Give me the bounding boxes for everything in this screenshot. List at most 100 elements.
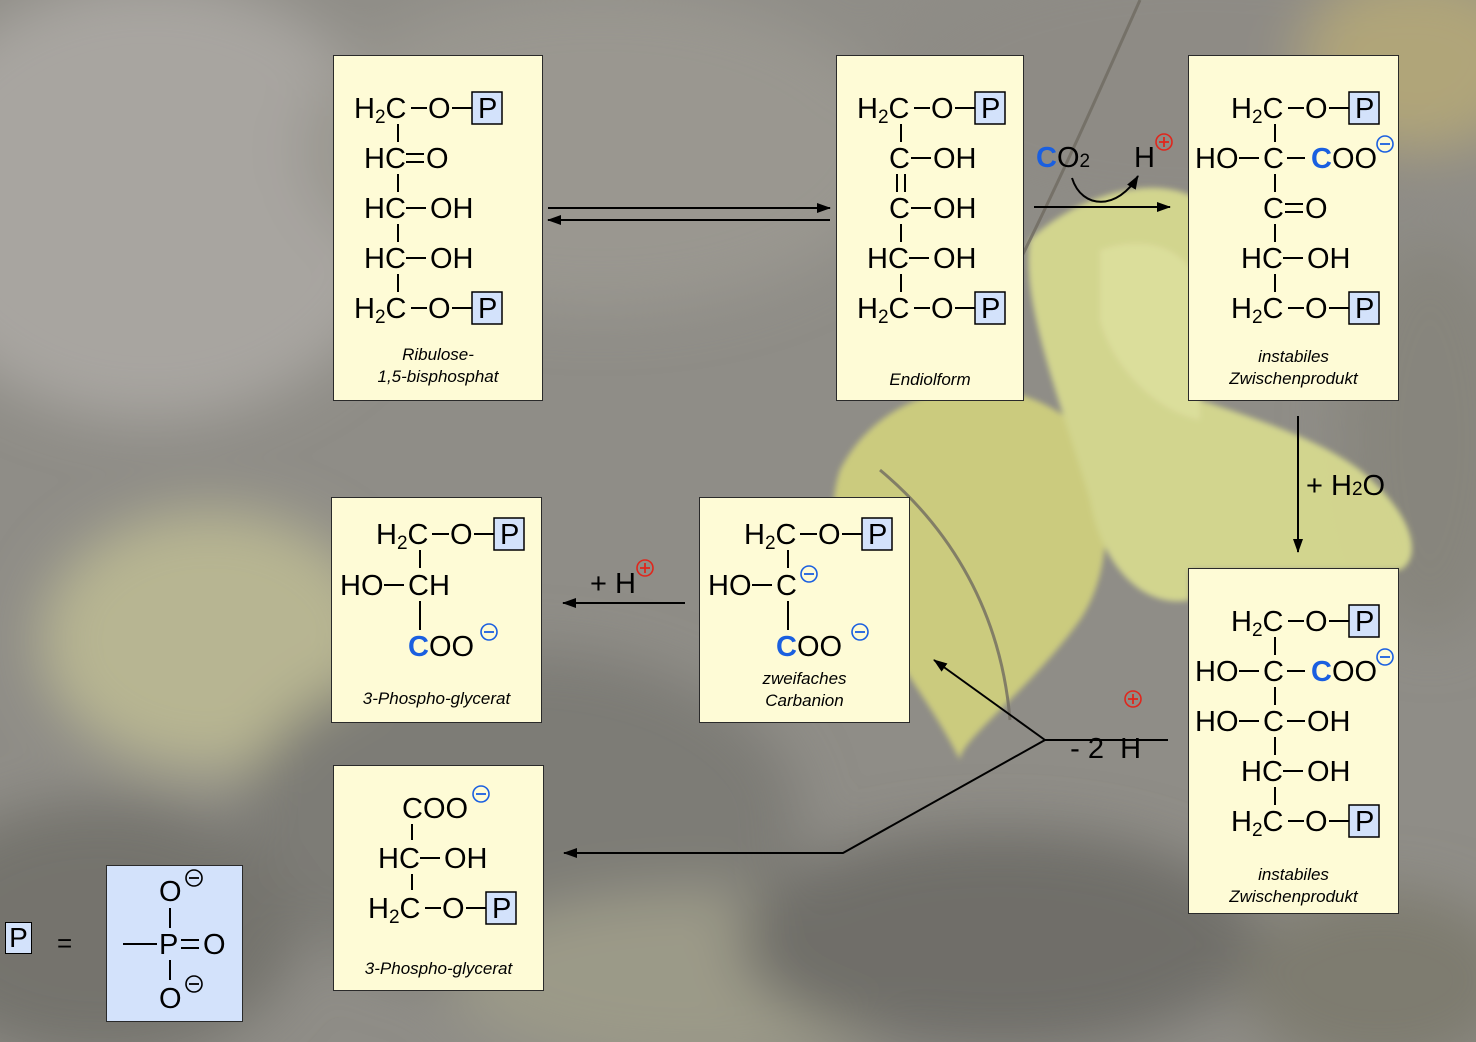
svg-text:O: O bbox=[450, 519, 473, 551]
svg-text:P: P bbox=[478, 293, 497, 325]
svg-text:H2C: H2C bbox=[1231, 93, 1283, 128]
svg-text:O: O bbox=[1305, 193, 1328, 225]
intermediate-2-caption: instabiles Zwischenprodukt bbox=[1229, 865, 1358, 906]
svg-text:P: P bbox=[1355, 606, 1374, 638]
svg-text:H2C: H2C bbox=[744, 519, 796, 554]
positive-charge-icon bbox=[1124, 690, 1142, 708]
negative-charge-icon bbox=[480, 623, 498, 641]
svg-text:COO: COO bbox=[776, 631, 842, 663]
svg-text:C: C bbox=[889, 193, 910, 225]
phosphate-structure: O P O O bbox=[123, 869, 226, 1015]
ribulose-caption: Ribulose- 1,5-bisphosphat bbox=[377, 345, 499, 386]
svg-text:C: C bbox=[1263, 706, 1284, 738]
svg-text:P: P bbox=[981, 93, 1000, 125]
svg-text:C: C bbox=[776, 570, 797, 602]
svg-text:O: O bbox=[1305, 606, 1328, 638]
legend-phosphate-structure-box: O P O O bbox=[106, 865, 243, 1022]
svg-text:HO: HO bbox=[708, 570, 752, 602]
svg-text:H2C: H2C bbox=[368, 893, 420, 928]
carboxylate-charge-icon bbox=[851, 623, 869, 641]
svg-text:HO: HO bbox=[340, 570, 384, 602]
pga-top-structure: H2C O P HO CH COO bbox=[340, 517, 525, 663]
svg-text:O: O bbox=[442, 893, 465, 925]
svg-text:O: O bbox=[159, 983, 182, 1015]
svg-text:O: O bbox=[931, 293, 954, 325]
svg-text:HC: HC bbox=[1241, 756, 1283, 788]
endiol-structure: H2C O P C OH C OH HC OH H2C O P bbox=[857, 91, 1006, 328]
intermediate-1-structure: H2C O P HO C COO C O HC OH H2C O bbox=[1195, 91, 1394, 328]
svg-text:OH: OH bbox=[430, 243, 474, 275]
carbanion-caption: zweifaches Carbanion bbox=[762, 669, 847, 710]
svg-text:H2C: H2C bbox=[376, 519, 428, 554]
positive-charge-icon bbox=[1155, 133, 1173, 151]
svg-text:H2C: H2C bbox=[1231, 806, 1283, 841]
svg-text:P: P bbox=[1355, 293, 1374, 325]
svg-text:O: O bbox=[426, 143, 449, 175]
svg-text:P: P bbox=[868, 519, 887, 551]
proton-release-label: H bbox=[1134, 142, 1155, 174]
endiol-caption: Endiolform bbox=[889, 370, 971, 389]
endiol-box: H2C O P C OH C OH HC OH H2C O P bbox=[836, 55, 1024, 401]
svg-text:O: O bbox=[931, 93, 954, 125]
svg-text:HO: HO bbox=[1195, 143, 1239, 175]
svg-text:P: P bbox=[981, 293, 1000, 325]
carbanion-box: H2C O P HO C COO zweifaches Carbanion bbox=[699, 497, 910, 723]
svg-text:OH: OH bbox=[1307, 756, 1351, 788]
svg-text:OH: OH bbox=[430, 193, 474, 225]
svg-text:H2C: H2C bbox=[1231, 293, 1283, 328]
svg-text:COO: COO bbox=[408, 631, 474, 663]
positive-charge-icon bbox=[636, 559, 654, 577]
svg-text:HC: HC bbox=[364, 193, 406, 225]
svg-text:P: P bbox=[478, 93, 497, 125]
carbanion-charge-icon bbox=[800, 565, 818, 583]
svg-text:CH: CH bbox=[408, 570, 450, 602]
ribulose-bisphosphate-box: H2C O P HC O HC OH HC OH H2C O P bbox=[333, 55, 543, 401]
svg-text:C: C bbox=[1263, 656, 1284, 688]
svg-text:HC: HC bbox=[1241, 243, 1283, 275]
svg-text:HC: HC bbox=[364, 143, 406, 175]
svg-text:HO: HO bbox=[1195, 656, 1239, 688]
protonation-label: + H bbox=[590, 568, 636, 600]
negative-charge-icon bbox=[185, 975, 203, 993]
intermediate-2-box: H2C O P HO C COO HO C OH HC OH H2C O bbox=[1188, 568, 1399, 914]
svg-text:O: O bbox=[159, 876, 182, 908]
pga-bottom-box: COO HC OH H2C O P 3-Phospho-glycerat bbox=[333, 765, 544, 991]
svg-text:O: O bbox=[428, 293, 451, 325]
svg-text:P: P bbox=[500, 519, 519, 551]
intermediate-1-box: H2C O P HO C COO C O HC OH H2C O bbox=[1188, 55, 1399, 401]
water-label: + H2O bbox=[1306, 470, 1386, 502]
negative-charge-icon bbox=[1376, 135, 1394, 153]
svg-text:O: O bbox=[1305, 293, 1328, 325]
svg-text:H2C: H2C bbox=[1231, 606, 1283, 641]
pga-bottom-caption: 3-Phospho-glycerat bbox=[364, 959, 513, 978]
svg-text:OH: OH bbox=[933, 193, 977, 225]
intermediate-1-caption: instabiles Zwischenprodukt bbox=[1229, 347, 1358, 388]
ribulose-structure: H2C O P HC O HC OH HC OH H2C O P bbox=[354, 91, 503, 328]
negative-charge-icon bbox=[472, 785, 490, 803]
svg-text:COO: COO bbox=[1311, 656, 1377, 688]
deprotonation-label: - 2 H bbox=[1070, 733, 1142, 765]
pga-top-caption: 3-Phospho-glycerat bbox=[362, 689, 511, 708]
svg-text:O: O bbox=[1305, 93, 1328, 125]
svg-text:H2C: H2C bbox=[354, 93, 406, 128]
legend-phosphate-symbol: P bbox=[5, 922, 32, 954]
svg-text:O: O bbox=[1305, 806, 1328, 838]
svg-text:O: O bbox=[428, 93, 451, 125]
svg-text:OH: OH bbox=[444, 843, 488, 875]
svg-text:OH: OH bbox=[1307, 706, 1351, 738]
svg-text:C: C bbox=[1263, 193, 1284, 225]
negative-charge-icon bbox=[185, 869, 203, 887]
intermediate-2-structure: H2C O P HO C COO HO C OH HC OH H2C O bbox=[1195, 604, 1394, 841]
svg-text:O: O bbox=[818, 519, 841, 551]
svg-text:P: P bbox=[159, 929, 178, 961]
svg-text:COO: COO bbox=[1311, 143, 1377, 175]
svg-text:P: P bbox=[1355, 806, 1374, 838]
co2-label: CO2 bbox=[1036, 142, 1091, 174]
svg-text:P: P bbox=[1355, 93, 1374, 125]
svg-text:H2C: H2C bbox=[857, 93, 909, 128]
legend-equals: = bbox=[57, 928, 73, 958]
svg-text:HC: HC bbox=[364, 243, 406, 275]
svg-text:H2C: H2C bbox=[857, 293, 909, 328]
svg-text:P: P bbox=[492, 893, 511, 925]
svg-text:C: C bbox=[889, 143, 910, 175]
